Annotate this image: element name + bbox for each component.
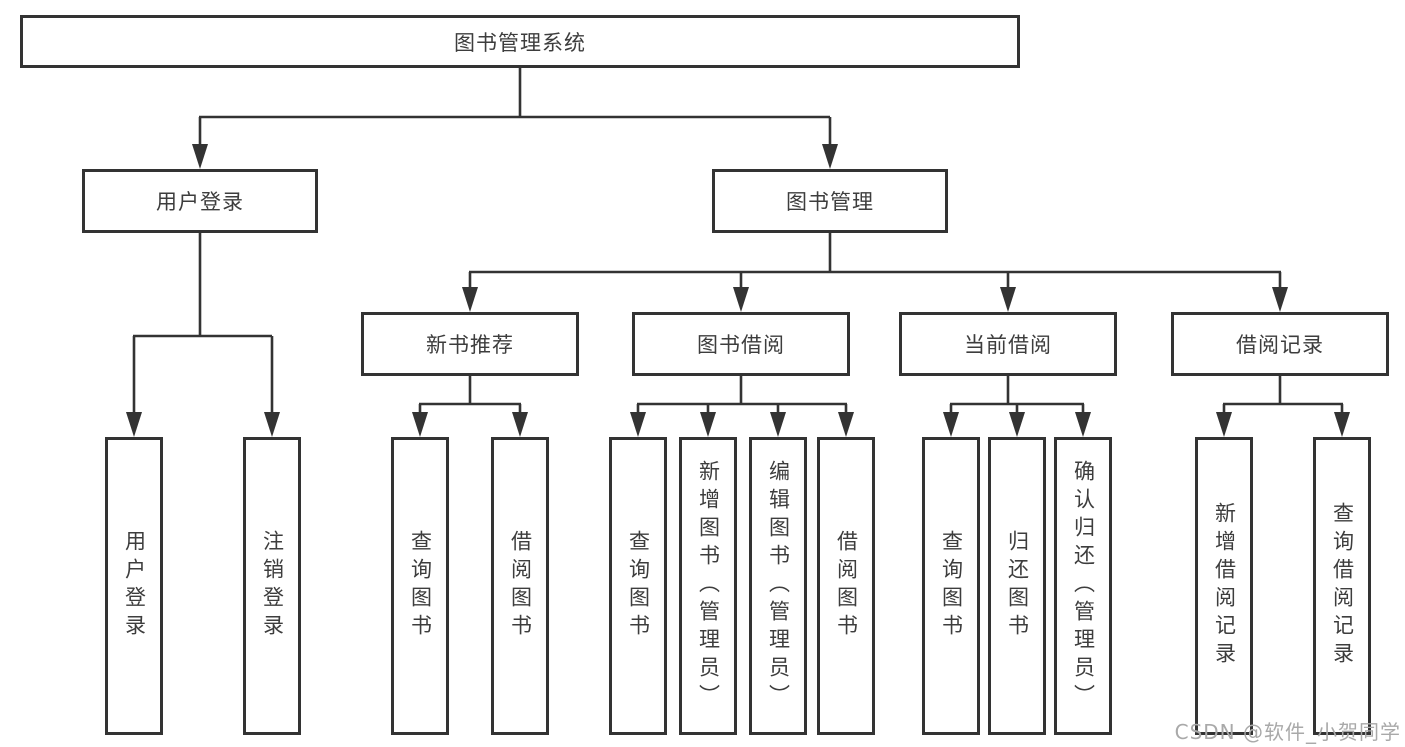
leaf-query-book-recommend: 查询图书 <box>391 437 449 735</box>
arrow-down-icon <box>838 412 854 437</box>
leaf-borrow-book-label: 借阅图书 <box>834 530 859 642</box>
leaf-query-book-current-label: 查询图书 <box>939 530 964 642</box>
arrow-down-icon <box>700 412 716 437</box>
connector-user-login-to-leaves <box>132 233 274 414</box>
arrow-down-icon <box>943 412 959 437</box>
arrow-down-icon <box>126 412 142 437</box>
leaf-confirm-return-admin: 确认归还（管理员） <box>1054 437 1112 735</box>
node-book-management: 图书管理 <box>712 169 948 233</box>
node-borrow-records: 借阅记录 <box>1171 312 1389 376</box>
leaf-edit-book-admin: 编辑图书（管理员） <box>749 437 807 735</box>
leaf-confirm-return-admin-label: 确认归还（管理员） <box>1071 460 1096 712</box>
leaf-query-book-borrow: 查询图书 <box>609 437 667 735</box>
leaf-logout-label: 注销登录 <box>260 530 285 642</box>
connector-current-borrow-to-leaves <box>949 376 1085 415</box>
arrow-down-icon <box>1272 287 1288 312</box>
leaf-query-borrow-record-label: 查询借阅记录 <box>1330 502 1355 670</box>
leaf-borrow-book: 借阅图书 <box>817 437 875 735</box>
node-root-label: 图书管理系统 <box>454 30 586 55</box>
node-new-book-recommend-label: 新书推荐 <box>426 333 514 357</box>
arrow-down-icon <box>512 412 528 437</box>
arrow-down-icon <box>1009 412 1025 437</box>
connector-root-to-level2 <box>198 68 832 146</box>
node-new-book-recommend: 新书推荐 <box>361 312 579 376</box>
arrow-down-icon <box>1334 412 1350 437</box>
node-book-management-label: 图书管理 <box>786 190 874 214</box>
node-borrow-records-label: 借阅记录 <box>1236 333 1324 357</box>
leaf-add-book-admin-label: 新增图书（管理员） <box>696 460 721 712</box>
leaf-add-book-admin: 新增图书（管理员） <box>679 437 737 735</box>
leaf-query-borrow-record: 查询借阅记录 <box>1313 437 1371 735</box>
arrow-down-icon <box>822 144 838 169</box>
arrow-down-icon <box>412 412 428 437</box>
leaf-user-login-label: 用户登录 <box>122 530 147 642</box>
leaf-add-borrow-record-label: 新增借阅记录 <box>1212 502 1237 670</box>
arrow-down-icon <box>264 412 280 437</box>
node-user-login-label: 用户登录 <box>156 190 244 214</box>
node-current-borrow-label: 当前借阅 <box>964 333 1052 357</box>
connector-book-management-to-level3 <box>468 233 1282 290</box>
arrow-down-icon <box>462 287 478 312</box>
arrow-down-icon <box>733 287 749 312</box>
csdn-watermark: CSDN @软件_小贺同学 <box>1174 720 1401 744</box>
leaf-add-borrow-record: 新增借阅记录 <box>1195 437 1253 735</box>
arrow-down-icon <box>630 412 646 437</box>
arrow-down-icon <box>1000 287 1016 312</box>
leaf-query-book-recommend-label: 查询图书 <box>408 530 433 642</box>
leaf-return-book: 归还图书 <box>988 437 1046 735</box>
node-book-borrow: 图书借阅 <box>632 312 850 376</box>
node-book-borrow-label: 图书借阅 <box>697 333 785 357</box>
arrow-down-icon <box>1216 412 1232 437</box>
arrow-down-icon <box>770 412 786 437</box>
leaf-logout: 注销登录 <box>243 437 301 735</box>
arrow-down-icon <box>1075 412 1091 437</box>
leaf-query-book-borrow-label: 查询图书 <box>626 530 651 642</box>
leaf-borrow-book-recommend-label: 借阅图书 <box>508 530 533 642</box>
node-current-borrow: 当前借阅 <box>899 312 1117 376</box>
leaf-edit-book-admin-label: 编辑图书（管理员） <box>766 460 791 712</box>
leaf-user-login: 用户登录 <box>105 437 163 735</box>
arrow-down-icon <box>192 144 208 169</box>
connector-borrow-records-to-leaves <box>1222 376 1344 415</box>
connector-new-book-recommend-to-leaves <box>418 376 522 415</box>
connector-book-borrow-to-leaves <box>636 376 848 415</box>
leaf-query-book-current: 查询图书 <box>922 437 980 735</box>
leaf-return-book-label: 归还图书 <box>1005 530 1030 642</box>
node-root: 图书管理系统 <box>20 15 1020 68</box>
node-user-login: 用户登录 <box>82 169 318 233</box>
leaf-borrow-book-recommend: 借阅图书 <box>491 437 549 735</box>
